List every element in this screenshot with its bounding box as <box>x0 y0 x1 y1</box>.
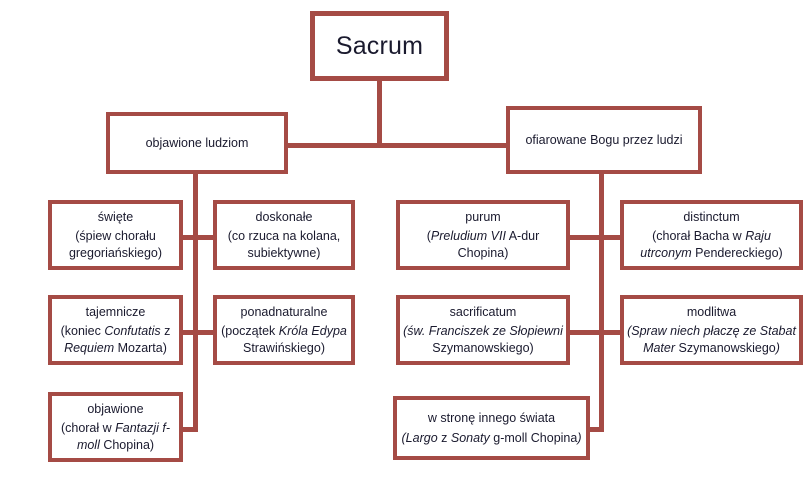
node-objawione-ludziom-title: objawione ludziom <box>145 135 249 150</box>
node-ponadnaturalne-title: ponadnaturalne <box>240 305 328 320</box>
connector-right-stub-row3 <box>585 427 604 432</box>
node-tajemnicze-title: tajemnicze <box>85 305 146 320</box>
connector-right-stub-row2 <box>570 330 624 335</box>
node-tajemnicze-subtitle: (koniec Confutatis z Requiem Mozarta) <box>60 324 171 355</box>
node-sacrificatum-title: sacrificatum <box>449 305 517 320</box>
connector-right-spine <box>599 168 604 432</box>
node-doskonale-title: doskonałe <box>255 210 313 225</box>
node-doskonale[interactable]: doskonałe (co rzuca na kolana, subiektyw… <box>213 200 355 270</box>
node-objawione[interactable]: objawione (chorał w Fantazji f-moll Chop… <box>48 392 183 462</box>
node-objawione-ludziom[interactable]: objawione ludziom <box>106 112 288 174</box>
node-sacrum-title: Sacrum <box>335 31 424 60</box>
node-ponadnaturalne-subtitle: (początek Króla Edypa Strawińskiego) <box>221 324 347 355</box>
connector-left-stub-row3 <box>179 427 198 432</box>
connector-root-stem <box>377 80 382 145</box>
node-w-strone-innego-swiata[interactable]: w stronę innego świata (Largo z Sonaty g… <box>393 396 590 460</box>
node-doskonale-subtitle: (co rzuca na kolana, subiektywne) <box>227 229 341 260</box>
node-tajemnicze[interactable]: tajemnicze (koniec Confutatis z Requiem … <box>48 295 183 365</box>
node-swiete[interactable]: święte (śpiew chorału gregoriańskiego) <box>48 200 183 270</box>
node-ofiarowane-bogu-przez-ludzi[interactable]: ofiarowane Bogu przez ludzi <box>506 106 702 174</box>
node-modlitwa[interactable]: modlitwa (Spraw niech płaczę ze Stabat M… <box>620 295 803 365</box>
node-distinctum-subtitle: (chorał Bacha w Raju utrconym Penderecki… <box>640 229 783 260</box>
node-w-strone-innego-swiata-subtitle: (Largo z Sonaty g-moll Chopina) <box>401 430 582 445</box>
node-sacrificatum-subtitle: (św. Franciszek ze Słopiewni Szymanowski… <box>403 324 563 355</box>
node-sacrificatum[interactable]: sacrificatum (św. Franciszek ze Słopiewn… <box>396 295 570 365</box>
node-w-strone-innego-swiata-title: w stronę innego świata <box>427 411 556 426</box>
node-ponadnaturalne[interactable]: ponadnaturalne (początek Króla Edypa Str… <box>213 295 355 365</box>
node-objawione-title: objawione <box>87 402 144 417</box>
node-modlitwa-subtitle: (Spraw niech płaczę ze Stabat Mater Szym… <box>627 324 796 355</box>
connector-right-stub-row1 <box>570 235 624 240</box>
node-purum-subtitle: (Preludium VII A-dur Chopina) <box>426 229 540 260</box>
node-purum-title: purum <box>465 210 501 225</box>
node-modlitwa-title: modlitwa <box>686 305 737 320</box>
node-ofiarowane-bogu-przez-ludzi-title: ofiarowane Bogu przez ludzi <box>525 132 683 147</box>
node-distinctum[interactable]: distinctum (chorał Bacha w Raju utrconym… <box>620 200 803 270</box>
node-purum[interactable]: purum (Preludium VII A-dur Chopina) <box>396 200 570 270</box>
connector-level2-bar <box>286 143 508 148</box>
node-swiete-title: święte <box>97 210 134 225</box>
connector-left-spine <box>193 168 198 432</box>
connector-left-stub-row2 <box>179 330 219 335</box>
node-swiete-subtitle: (śpiew chorału gregoriańskiego) <box>68 229 163 260</box>
node-objawione-subtitle: (chorał w Fantazji f-moll Chopina) <box>60 421 171 452</box>
connector-left-stub-row1 <box>179 235 219 240</box>
node-sacrum[interactable]: Sacrum <box>310 11 449 81</box>
node-distinctum-title: distinctum <box>683 210 740 225</box>
